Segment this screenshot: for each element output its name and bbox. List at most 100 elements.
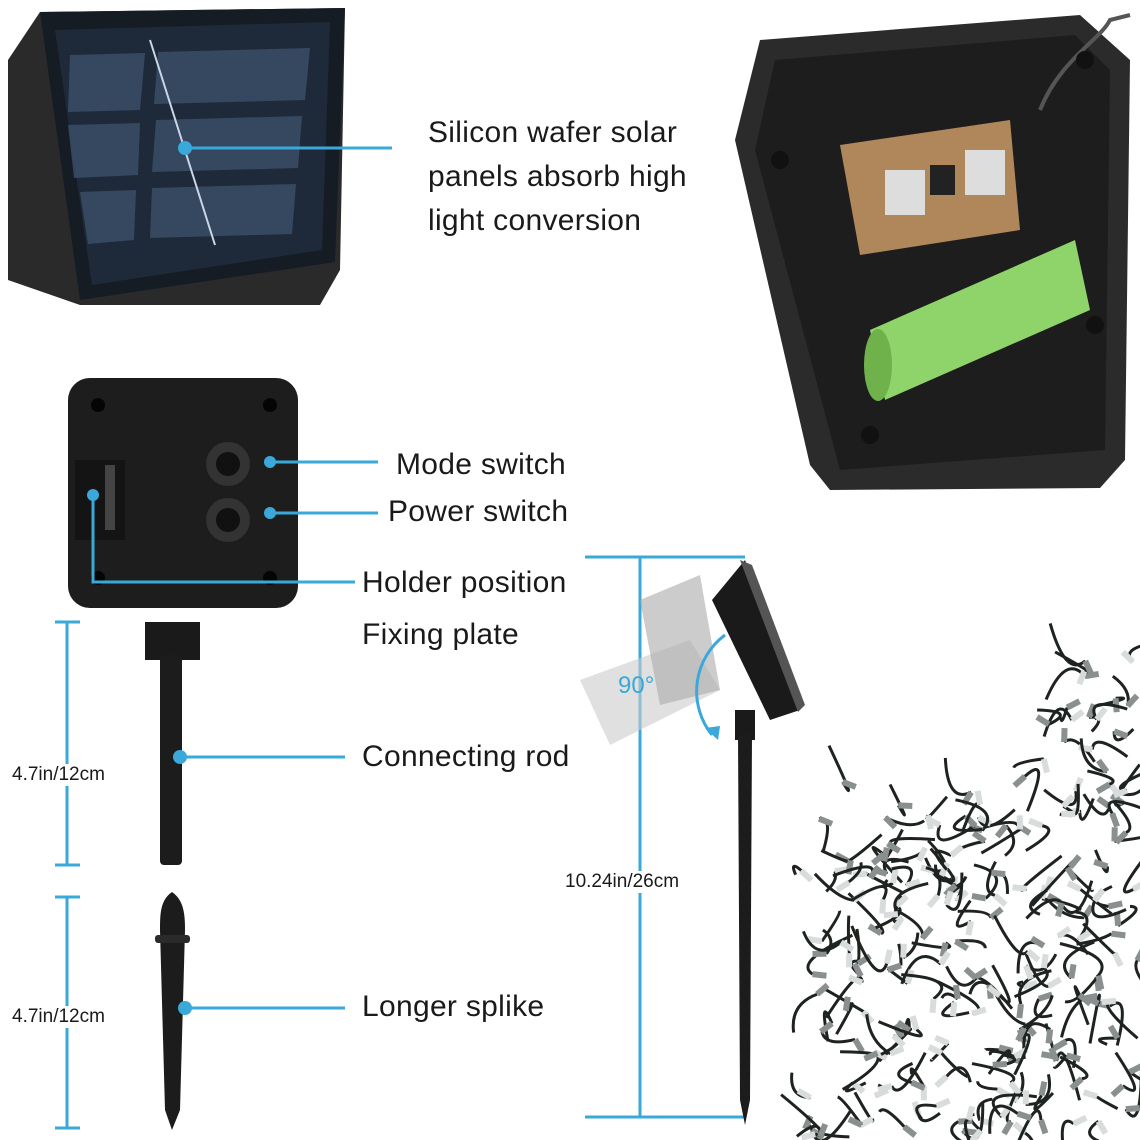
wire: [991, 964, 1011, 1004]
wire: [780, 1093, 825, 1138]
wire: [1042, 707, 1074, 738]
wire: [945, 1066, 972, 1083]
led-bulb: [852, 1037, 865, 1054]
connecting-rod-image: [145, 622, 200, 865]
wire: [888, 783, 906, 817]
wire: [1044, 667, 1087, 701]
height-dimension-line: [585, 555, 745, 1119]
led-bulb: [919, 925, 934, 941]
led-bulb: [992, 1060, 1007, 1068]
wire: [915, 1103, 937, 1120]
wire: [813, 872, 855, 902]
led-bulb: [1095, 1119, 1109, 1135]
led-bulb: [938, 861, 951, 877]
led-bulb: [1112, 787, 1129, 799]
led-bulb: [1069, 1076, 1084, 1091]
wire: [943, 757, 972, 796]
wire: [1087, 769, 1115, 786]
led-bulb: [971, 892, 987, 902]
led-bulb: [898, 802, 913, 809]
solar-label-line-2: panels absorb high: [428, 160, 687, 193]
wire: [822, 928, 833, 955]
led-bulb: [989, 906, 1004, 921]
wire: [820, 849, 853, 864]
led-bulb: [1008, 1080, 1022, 1096]
led-bulb: [896, 1019, 912, 1033]
led-bulb: [943, 890, 954, 906]
wire: [940, 1052, 969, 1079]
wire: [934, 849, 952, 871]
led-bulb: [807, 936, 823, 945]
led-bulb: [1101, 997, 1116, 1006]
led-bulb: [934, 1034, 950, 1046]
led-bulb: [798, 868, 814, 883]
wire: [1095, 1095, 1119, 1110]
wire: [1012, 757, 1044, 769]
wire: [1117, 904, 1138, 927]
led-bulb: [848, 974, 864, 986]
led-bulb: [1016, 1003, 1024, 1019]
led-bulb: [1110, 1083, 1125, 1098]
led-bulb: [1107, 1024, 1121, 1040]
wire: [1059, 707, 1069, 722]
wire: [1059, 1055, 1089, 1081]
led-bulb: [939, 942, 949, 958]
power-switch-label: Power switch: [388, 495, 569, 528]
wire: [1088, 993, 1101, 1044]
led-bulb: [1095, 974, 1105, 990]
led-bulb: [1076, 929, 1092, 943]
led-bulb: [927, 1044, 943, 1056]
battery-box-image: [735, 13, 1131, 490]
wire: [925, 866, 942, 896]
wire: [1079, 888, 1113, 916]
led-bulb: [965, 1105, 976, 1121]
wire: [1025, 824, 1051, 852]
led-bulb: [1022, 980, 1038, 990]
led-bulb: [1072, 1115, 1088, 1127]
solar-label-line-1: Silicon wafer solar: [428, 116, 678, 149]
led-bulb: [796, 1088, 812, 1101]
wire: [909, 1067, 925, 1088]
solar-panel-label: Silicon wafer solar panels absorb high l…: [428, 116, 687, 248]
led-bulb: [977, 814, 993, 827]
wire: [1092, 702, 1128, 721]
wire: [1123, 861, 1140, 894]
wire: [1063, 940, 1095, 980]
wire: [890, 1052, 927, 1092]
wire: [1060, 1119, 1075, 1140]
led-bulb: [1134, 948, 1140, 962]
wire: [1033, 998, 1053, 1019]
led-bulb: [1065, 698, 1081, 711]
spike-length-label: 4.7in/12cm: [12, 1006, 105, 1028]
wire: [1082, 793, 1111, 816]
solar-panel-image: [8, 8, 345, 305]
led-bulb: [1046, 976, 1062, 989]
wire: [1052, 1054, 1068, 1069]
wire: [976, 1081, 998, 1091]
led-bulb: [1066, 880, 1082, 893]
led-bulb: [1001, 1120, 1014, 1136]
led-bulb: [902, 1124, 918, 1138]
led-bulb: [1035, 714, 1051, 727]
led-bulb: [1069, 709, 1085, 723]
led-bulb: [949, 844, 964, 858]
led-bulb: [1084, 994, 1100, 1007]
led-bulb: [971, 830, 987, 844]
wire: [952, 814, 983, 832]
wire: [1017, 1109, 1043, 1140]
led-bulb: [971, 1006, 987, 1017]
led-bulb: [894, 894, 909, 909]
led-bulb: [815, 982, 830, 997]
led-bulb: [817, 815, 834, 827]
wire: [976, 1097, 993, 1122]
wire: [988, 1104, 1019, 1134]
wire: [971, 1062, 1016, 1085]
wire: [1018, 994, 1054, 1031]
led-bulb: [993, 893, 1008, 907]
led-bulb: [950, 1002, 958, 1017]
led-bulb: [963, 966, 979, 981]
led-bulb: [905, 878, 921, 889]
led-bulb: [974, 790, 984, 806]
led-bulb: [1056, 925, 1072, 939]
